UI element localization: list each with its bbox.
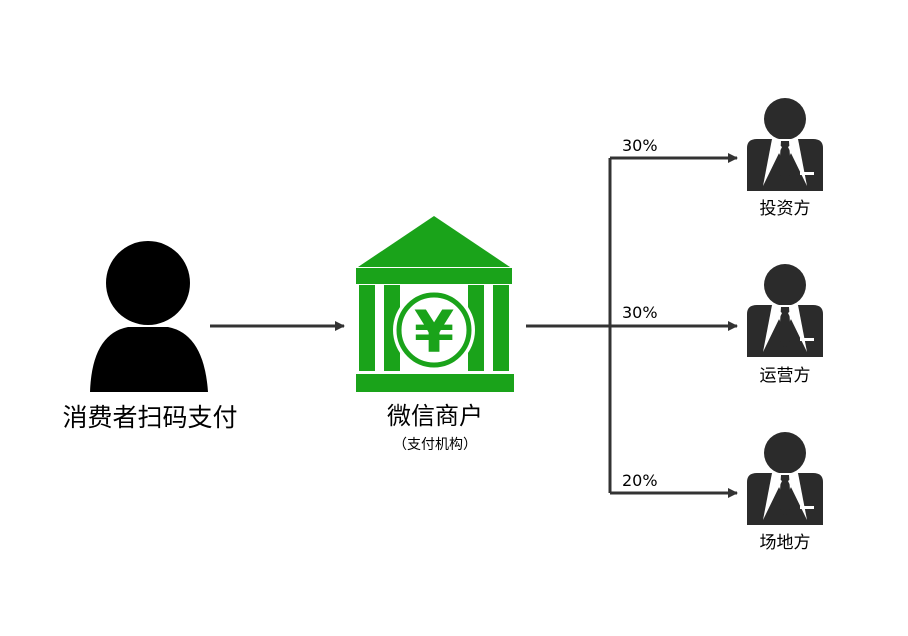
bank-icon xyxy=(356,216,514,392)
merchant-label: 微信商户 xyxy=(387,402,483,430)
party-label-operator: 运营方 xyxy=(759,366,811,386)
merchant-sublabel: （支付机构） xyxy=(393,437,477,453)
share-percent-venue: 20% xyxy=(622,471,658,490)
consumer-label: 消费者扫码支付 xyxy=(62,403,238,432)
party-label-venue: 场地方 xyxy=(759,533,811,553)
businessman-icon xyxy=(747,432,823,525)
party-label-investor: 投资方 xyxy=(759,199,811,219)
businessman-icon xyxy=(747,98,823,191)
distribution-connectors xyxy=(526,153,738,498)
yen-symbol: ¥ xyxy=(414,298,454,366)
share-percent-investor: 30% xyxy=(622,136,658,155)
person-icon xyxy=(90,241,208,392)
share-percent-operator: 30% xyxy=(622,303,658,322)
businessman-icon xyxy=(747,264,823,357)
